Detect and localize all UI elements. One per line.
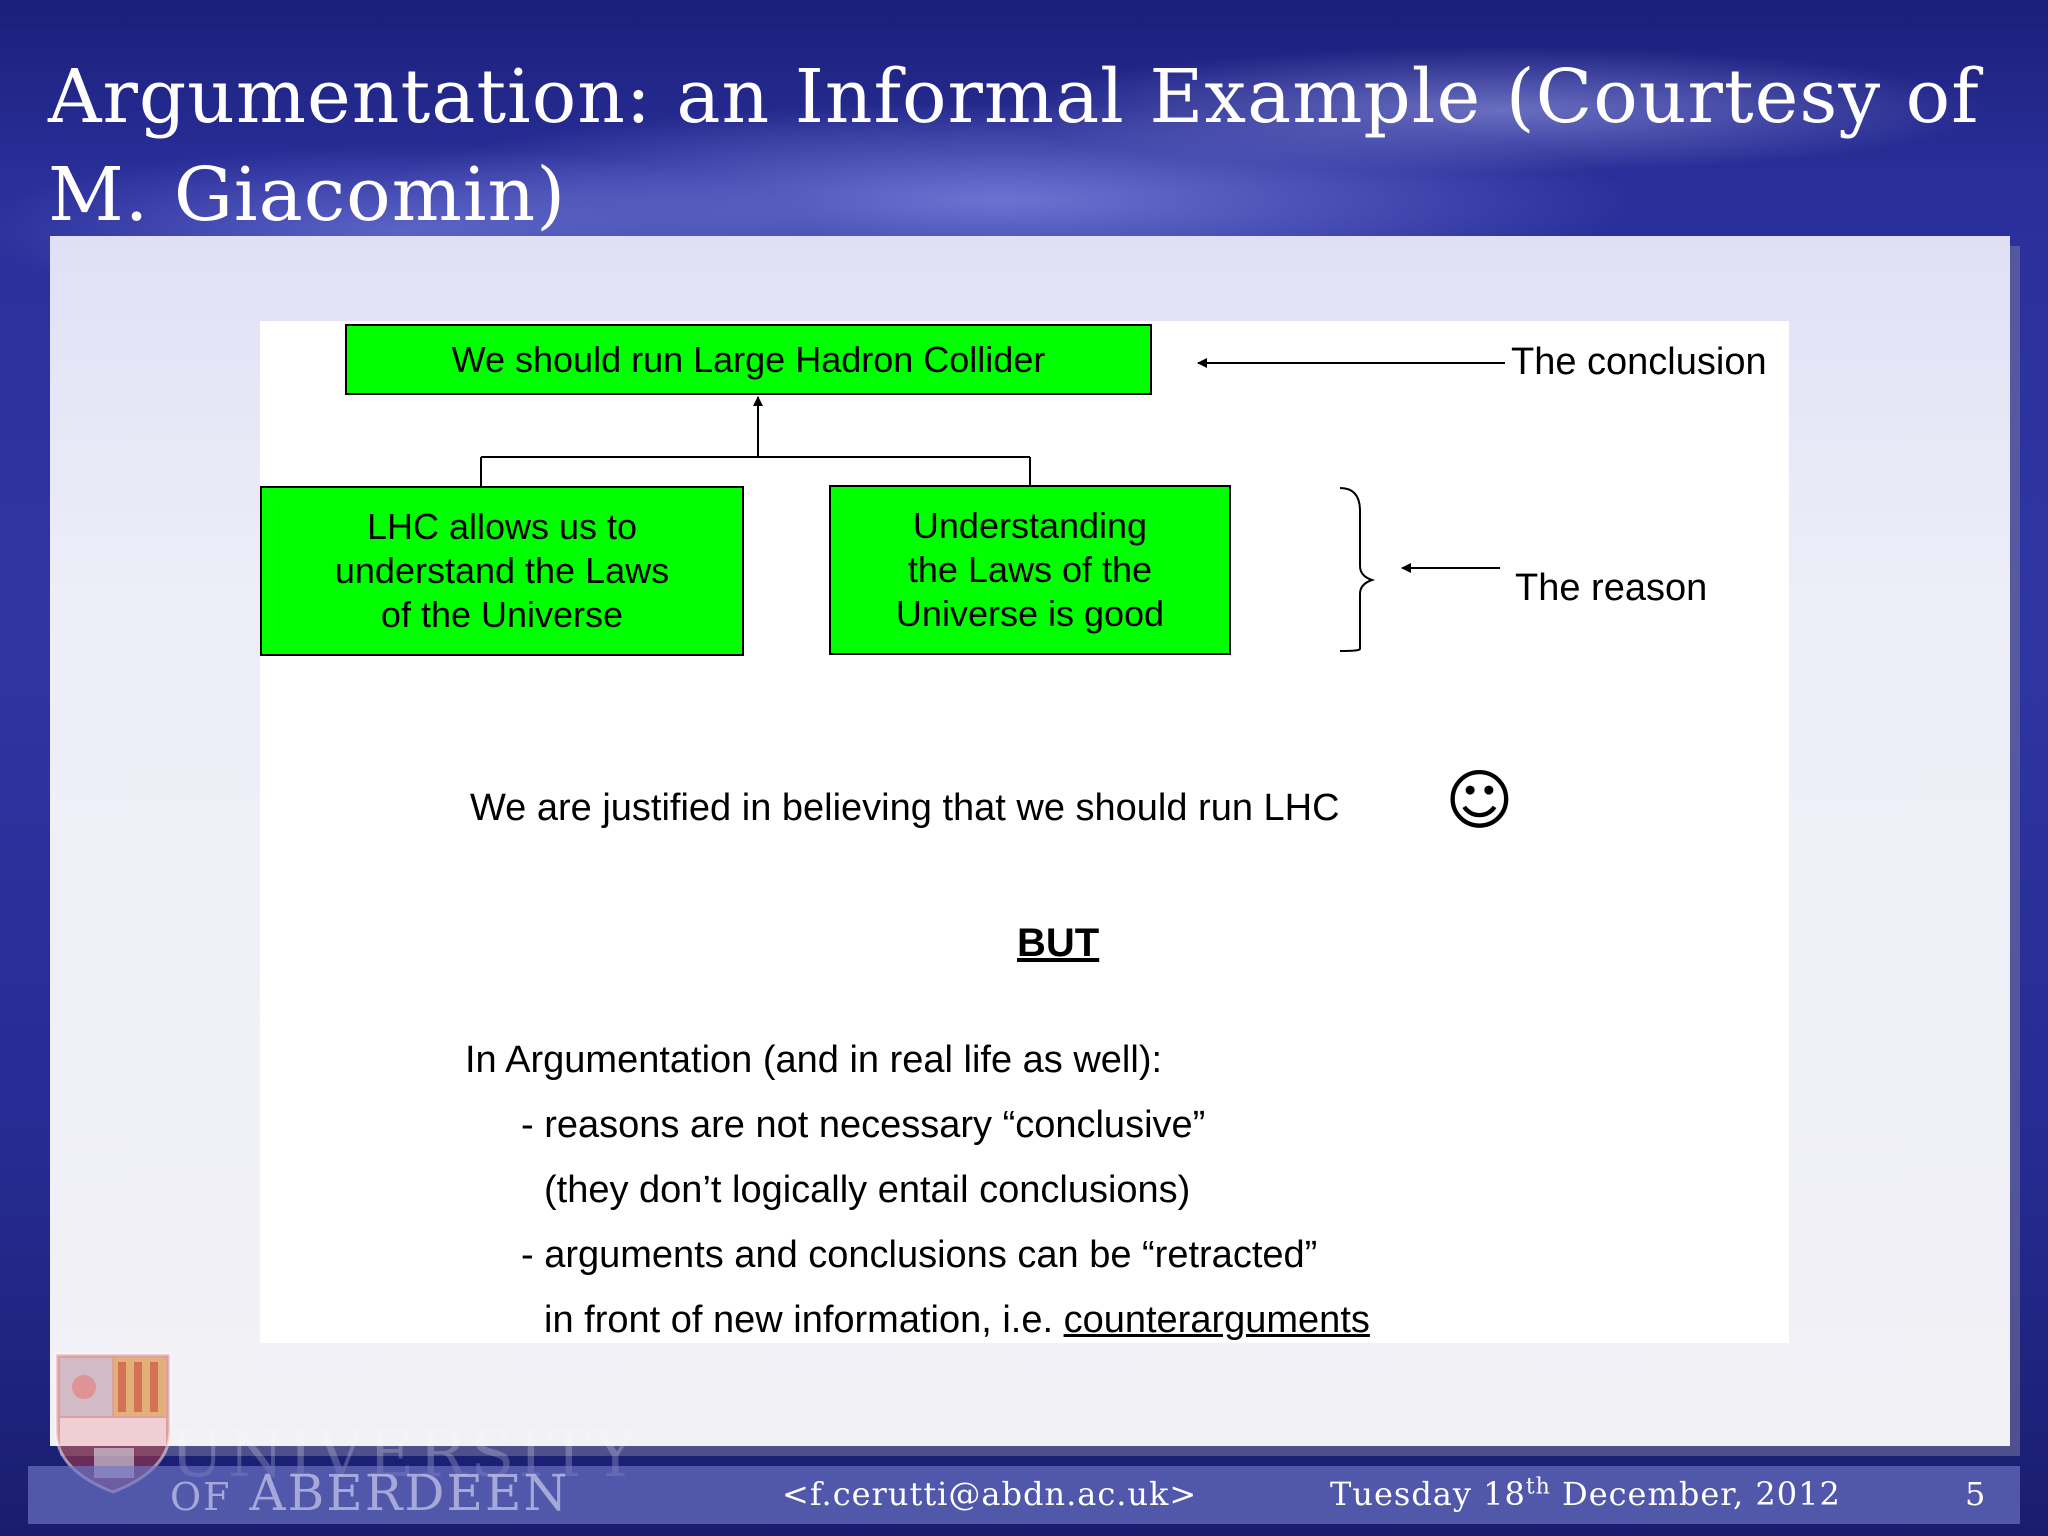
bullet-reasons-continued: (they don’t logically entail conclusions… <box>544 1169 1191 1211</box>
logo-aberdeen: ABERDEEN <box>249 1464 570 1522</box>
reason-box-laws: LHC allows us to understand the Laws of … <box>260 486 744 656</box>
conclusion-box: We should run Large Hadron Collider <box>345 324 1152 395</box>
counterarguments-term: counterarguments <box>1063 1299 1370 1341</box>
logo-of: OF <box>170 1475 232 1519</box>
bullet-retracted-continued: in front of new information, i.e. counte… <box>544 1295 1370 1345</box>
reason-label: The reason <box>1515 567 1708 609</box>
logo-of-aberdeen: OF ABERDEEN <box>170 1462 569 1528</box>
university-crest-icon <box>54 1352 172 1494</box>
argument-diagram-connectors <box>480 358 1505 652</box>
footer-date-rest: December, 2012 <box>1550 1475 1841 1513</box>
footer-bar <box>28 1466 2020 1524</box>
conclusion-label: The conclusion <box>1511 341 1767 383</box>
justified-statement: We are justified in believing that we sh… <box>470 787 1340 829</box>
argumentation-intro: In Argumentation (and in real life as we… <box>465 1039 1163 1081</box>
footer-date-sup: th <box>1525 1474 1551 1500</box>
bullet-reasons: - reasons are not necessary “conclusive” <box>521 1104 1206 1146</box>
footer-date-day: Tuesday 18 <box>1330 1475 1526 1513</box>
page-number: 5 <box>1965 1475 1987 1513</box>
slide-content: We should run Large Hadron Collider LHC … <box>260 321 1789 1343</box>
bullet-retracted: - arguments and conclusions can be “retr… <box>521 1234 1318 1276</box>
reason-brace <box>1339 487 1376 652</box>
but-heading: BUT <box>1017 921 1100 965</box>
slide-title: Argumentation: an Informal Example (Cour… <box>48 54 1980 238</box>
footer-email: <f.cerutti@abdn.ac.uk> <box>782 1475 1198 1513</box>
footer-date: Tuesday 18th December, 2012 <box>1330 1472 1841 1516</box>
reason-box-good: Understanding the Laws of the Universe i… <box>829 485 1231 655</box>
smiley-icon: ☺ <box>1445 762 1514 839</box>
counterarguments-prefix: in front of new information, i.e. <box>544 1299 1064 1341</box>
